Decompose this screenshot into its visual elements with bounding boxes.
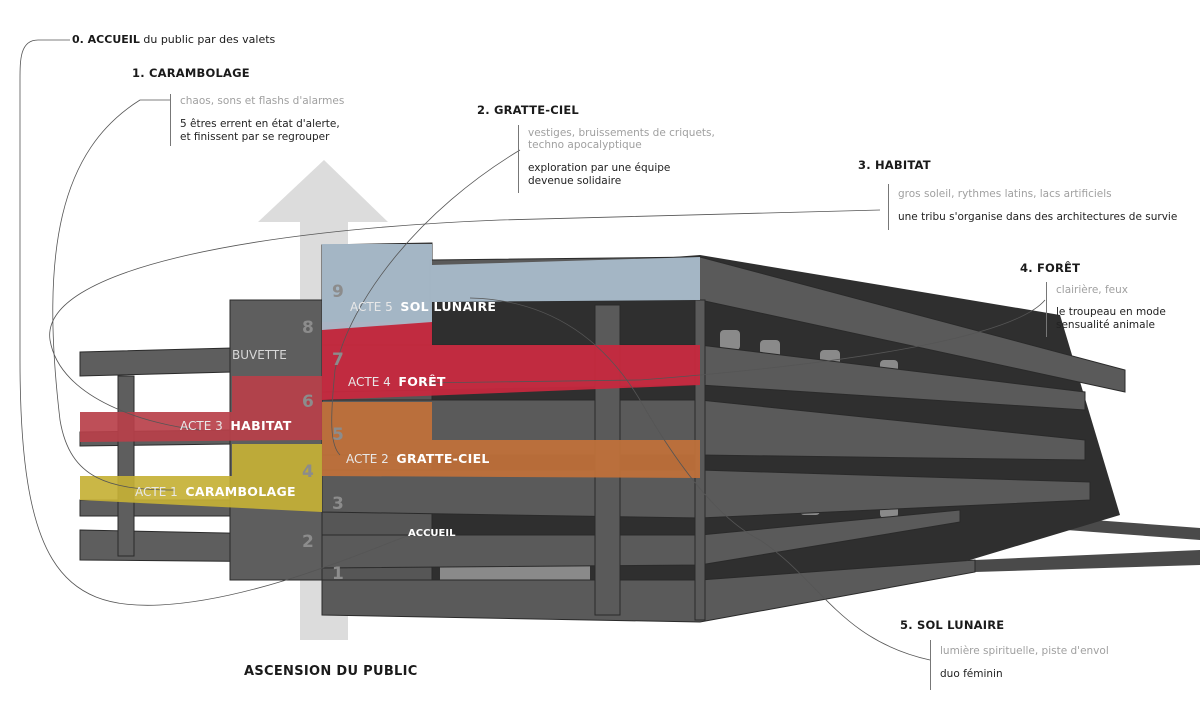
- carambolage-ambiance: chaos, sons et flashs d'alarmes: [180, 95, 345, 107]
- acte-3-label: ACTE 3 HABITAT: [180, 418, 292, 433]
- sol-lunaire-ambiance: lumière spirituelle, piste d'envol: [940, 645, 1109, 657]
- floor-9: 9: [332, 282, 344, 302]
- buvette-label: BUVETTE: [232, 348, 287, 362]
- label-habitat-title: 3. HABITAT: [858, 158, 931, 172]
- habitat-action: une tribu s'organise dans des architectu…: [898, 211, 1178, 223]
- gratte-ciel-ambiance-1: vestiges, bruissements de criquets,: [528, 127, 715, 139]
- floor-2: 2: [302, 532, 314, 552]
- label-accueil: 0. ACCUEIL du public par des valets: [72, 33, 276, 46]
- foret-action-2: sensualité animale: [1056, 319, 1155, 331]
- floor-7: 7: [332, 350, 344, 370]
- carambolage-action-2: et finissent par se regrouper: [180, 131, 330, 143]
- label-carambolage-title: 1. CARAMBOLAGE: [132, 66, 250, 80]
- leader-lines: [19, 39, 1046, 661]
- habitat-ambiance: gros soleil, rythmes latins, lacs artifi…: [898, 188, 1112, 200]
- accueil-building-label: ACCUEIL: [408, 528, 456, 539]
- gratte-ciel-bar: [518, 125, 519, 193]
- floor-6: 6: [302, 392, 314, 412]
- acte-5-label: ACTE 5 SOL LUNAIRE: [350, 299, 497, 314]
- sol-lunaire-action: duo féminin: [940, 668, 1003, 680]
- sol-lunaire-bar: [930, 640, 931, 690]
- ramp-lower: [975, 550, 1200, 572]
- floor-5: 5: [332, 425, 344, 445]
- foret-ambiance: clairière, feux: [1056, 284, 1128, 296]
- gratte-ciel-action-2: devenue solidaire: [528, 175, 622, 187]
- habitat-bar: [888, 184, 889, 230]
- carambolage-action-1: 5 êtres errent en état d'alerte,: [180, 118, 340, 130]
- acte-1-label: ACTE 1 CARAMBOLAGE: [135, 484, 296, 499]
- ascension-label: ASCENSION DU PUBLIC: [244, 664, 418, 679]
- band-acte-2: [322, 402, 700, 478]
- foret-bar: [1046, 282, 1047, 337]
- carambolage-bar: [170, 94, 171, 146]
- label-foret-title: 4. FORÊT: [1020, 261, 1081, 275]
- acte-4-label: ACTE 4 FORÊT: [348, 374, 446, 389]
- acte-2-label: ACTE 2 GRATTE-CIEL: [346, 451, 490, 466]
- band-acte-3: [80, 376, 322, 442]
- gratte-ciel-ambiance-2: techno apocalyptique: [528, 139, 642, 151]
- floor-8: 8: [302, 318, 314, 338]
- foret-action-1: le troupeau en mode: [1056, 306, 1166, 318]
- label-gratte-ciel-title: 2. GRATTE-CIEL: [477, 103, 579, 117]
- gratte-ciel-action-1: exploration par une équipe: [528, 162, 671, 174]
- floor-1: 1: [332, 564, 344, 584]
- band-acte-1-upper: [232, 444, 322, 476]
- floor-4: 4: [302, 462, 314, 482]
- band-acte-1: [80, 476, 322, 512]
- band-acte-5: [322, 244, 700, 330]
- label-sol-lunaire-title: 5. SOL LUNAIRE: [900, 618, 1005, 632]
- floor-3: 3: [332, 494, 344, 514]
